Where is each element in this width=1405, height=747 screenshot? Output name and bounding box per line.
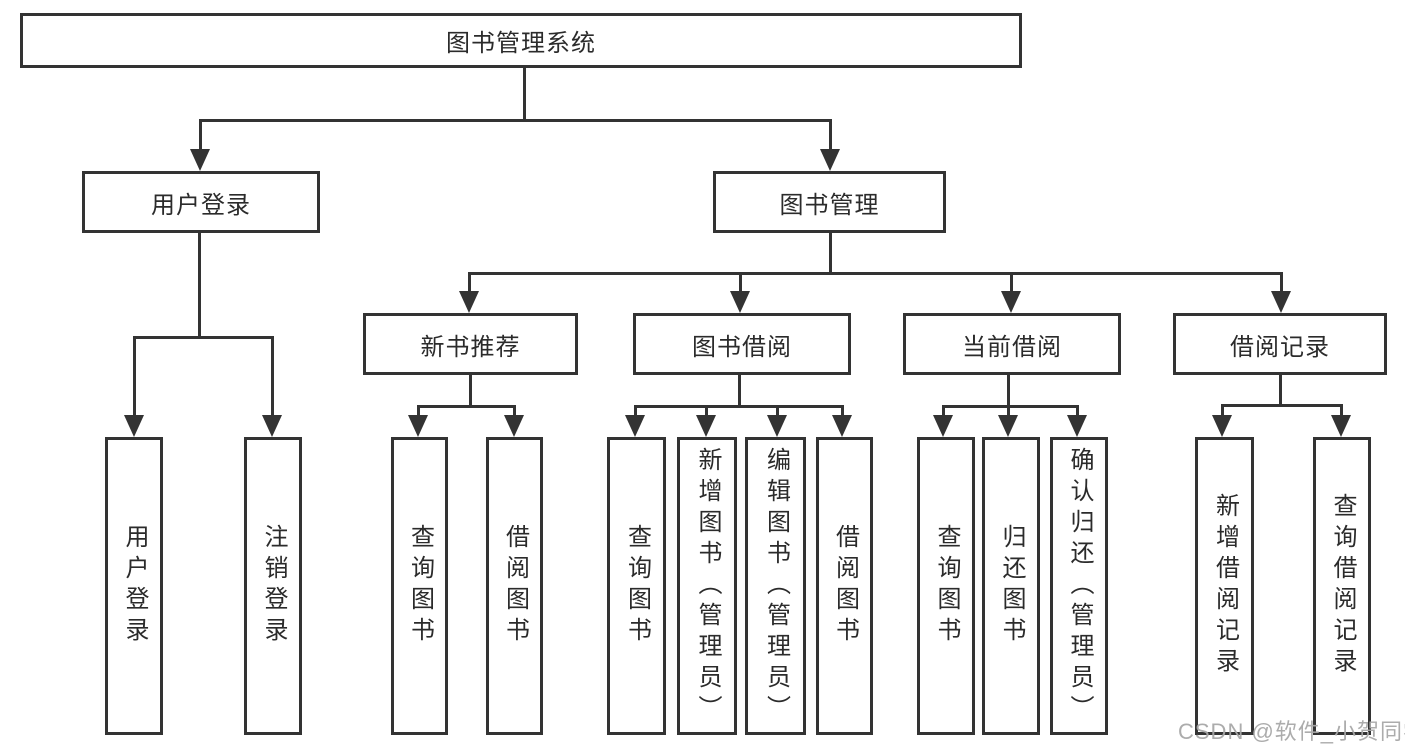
connector-root-drop-left <box>199 119 202 151</box>
connector-borrowing-stem <box>738 375 741 405</box>
node-query-books-recommend: 查询图书 <box>391 437 448 735</box>
connector-records-drop-2 <box>1340 404 1343 417</box>
arrow-down-icon <box>1067 415 1087 437</box>
arrow-down-icon <box>124 415 144 437</box>
connector-records-crossbar <box>1221 404 1343 407</box>
node-add-borrow-record: 新增借阅记录 <box>1195 437 1254 735</box>
node-current-borrowing: 当前借阅 <box>903 313 1121 375</box>
node-edit-book-admin: 编辑图书（管理员） <box>745 437 806 735</box>
connector-borrowing-crossbar <box>634 405 844 408</box>
node-confirm-return-admin: 确认归还（管理员） <box>1050 437 1108 735</box>
node-query-books-borrowing: 查询图书 <box>607 437 666 735</box>
connector-borrowing-drop-4 <box>841 405 844 417</box>
node-borrow-books-recommend: 借阅图书 <box>486 437 543 735</box>
arrow-down-icon <box>1271 291 1291 313</box>
connector-records-drop-1 <box>1221 404 1224 417</box>
arrow-down-icon <box>998 415 1018 437</box>
arrow-down-icon <box>262 415 282 437</box>
connector-borrowing-drop-3 <box>776 405 779 417</box>
arrow-down-icon <box>459 291 479 313</box>
node-user-login-label: 用户登录 <box>151 191 251 219</box>
connector-book-mgmt-stem <box>829 233 832 272</box>
connector-borrowing-drop-1 <box>634 405 637 417</box>
arrow-down-icon <box>832 415 852 437</box>
arrow-down-icon <box>190 149 210 171</box>
arrow-down-icon <box>933 415 953 437</box>
arrow-down-icon <box>408 415 428 437</box>
node-library-system: 图书管理系统 <box>20 13 1022 68</box>
connector-new-book-stem <box>469 375 472 405</box>
connector-records-stem <box>1279 375 1282 404</box>
connector-root-crossbar <box>199 119 832 122</box>
connector-user-login-stem <box>198 233 201 336</box>
connector-book-mgmt-drop-1 <box>468 272 471 293</box>
connector-current-drop-3 <box>1076 405 1079 417</box>
node-query-books-current: 查询图书 <box>917 437 975 735</box>
connector-book-mgmt-drop-3 <box>1010 272 1013 293</box>
connector-user-login-crossbar <box>133 336 274 339</box>
arrow-down-icon <box>1331 415 1351 437</box>
node-book-management: 图书管理 <box>713 171 946 233</box>
node-logout: 注销登录 <box>244 437 302 735</box>
node-query-borrow-record: 查询借阅记录 <box>1313 437 1371 735</box>
connector-current-crossbar <box>942 405 1079 408</box>
connector-book-mgmt-crossbar <box>468 272 1283 275</box>
arrow-down-icon <box>504 415 524 437</box>
arrow-down-icon <box>767 415 787 437</box>
arrow-down-icon <box>696 415 716 437</box>
connector-new-book-drop-2 <box>513 405 516 417</box>
arrow-down-icon <box>625 415 645 437</box>
node-new-book-recommendation: 新书推荐 <box>363 313 578 375</box>
connector-user-login-drop-2 <box>271 336 274 417</box>
connector-current-stem <box>1007 375 1010 405</box>
arrow-down-icon <box>1001 291 1021 313</box>
connector-new-book-crossbar <box>417 405 516 408</box>
connector-book-mgmt-drop-4 <box>1280 272 1283 293</box>
arrow-down-icon <box>730 291 750 313</box>
arrow-down-icon <box>820 149 840 171</box>
connector-root-drop-right <box>829 119 832 151</box>
connector-user-login-drop-1 <box>133 336 136 417</box>
node-library-system-label: 图书管理系统 <box>446 30 596 57</box>
connector-current-drop-1 <box>942 405 945 417</box>
node-user-login: 用户登录 <box>82 171 320 233</box>
node-add-book-admin: 新增图书（管理员） <box>677 437 737 735</box>
csdn-watermark: CSDN @软件_小贺同学 <box>1178 719 1405 744</box>
node-borrow-books-borrowing: 借阅图书 <box>816 437 873 735</box>
node-book-borrowing: 图书借阅 <box>633 313 851 375</box>
node-borrowing-records: 借阅记录 <box>1173 313 1387 375</box>
node-user-login-action: 用户登录 <box>105 437 163 735</box>
connector-borrowing-drop-2 <box>705 405 708 417</box>
node-book-management-label: 图书管理 <box>779 191 880 219</box>
connector-book-mgmt-drop-2 <box>739 272 742 293</box>
connector-current-drop-2 <box>1007 405 1010 417</box>
node-return-books: 归还图书 <box>982 437 1040 735</box>
arrow-down-icon <box>1212 415 1232 437</box>
connector-new-book-drop-1 <box>417 405 420 417</box>
connector-root-stem <box>523 68 526 119</box>
